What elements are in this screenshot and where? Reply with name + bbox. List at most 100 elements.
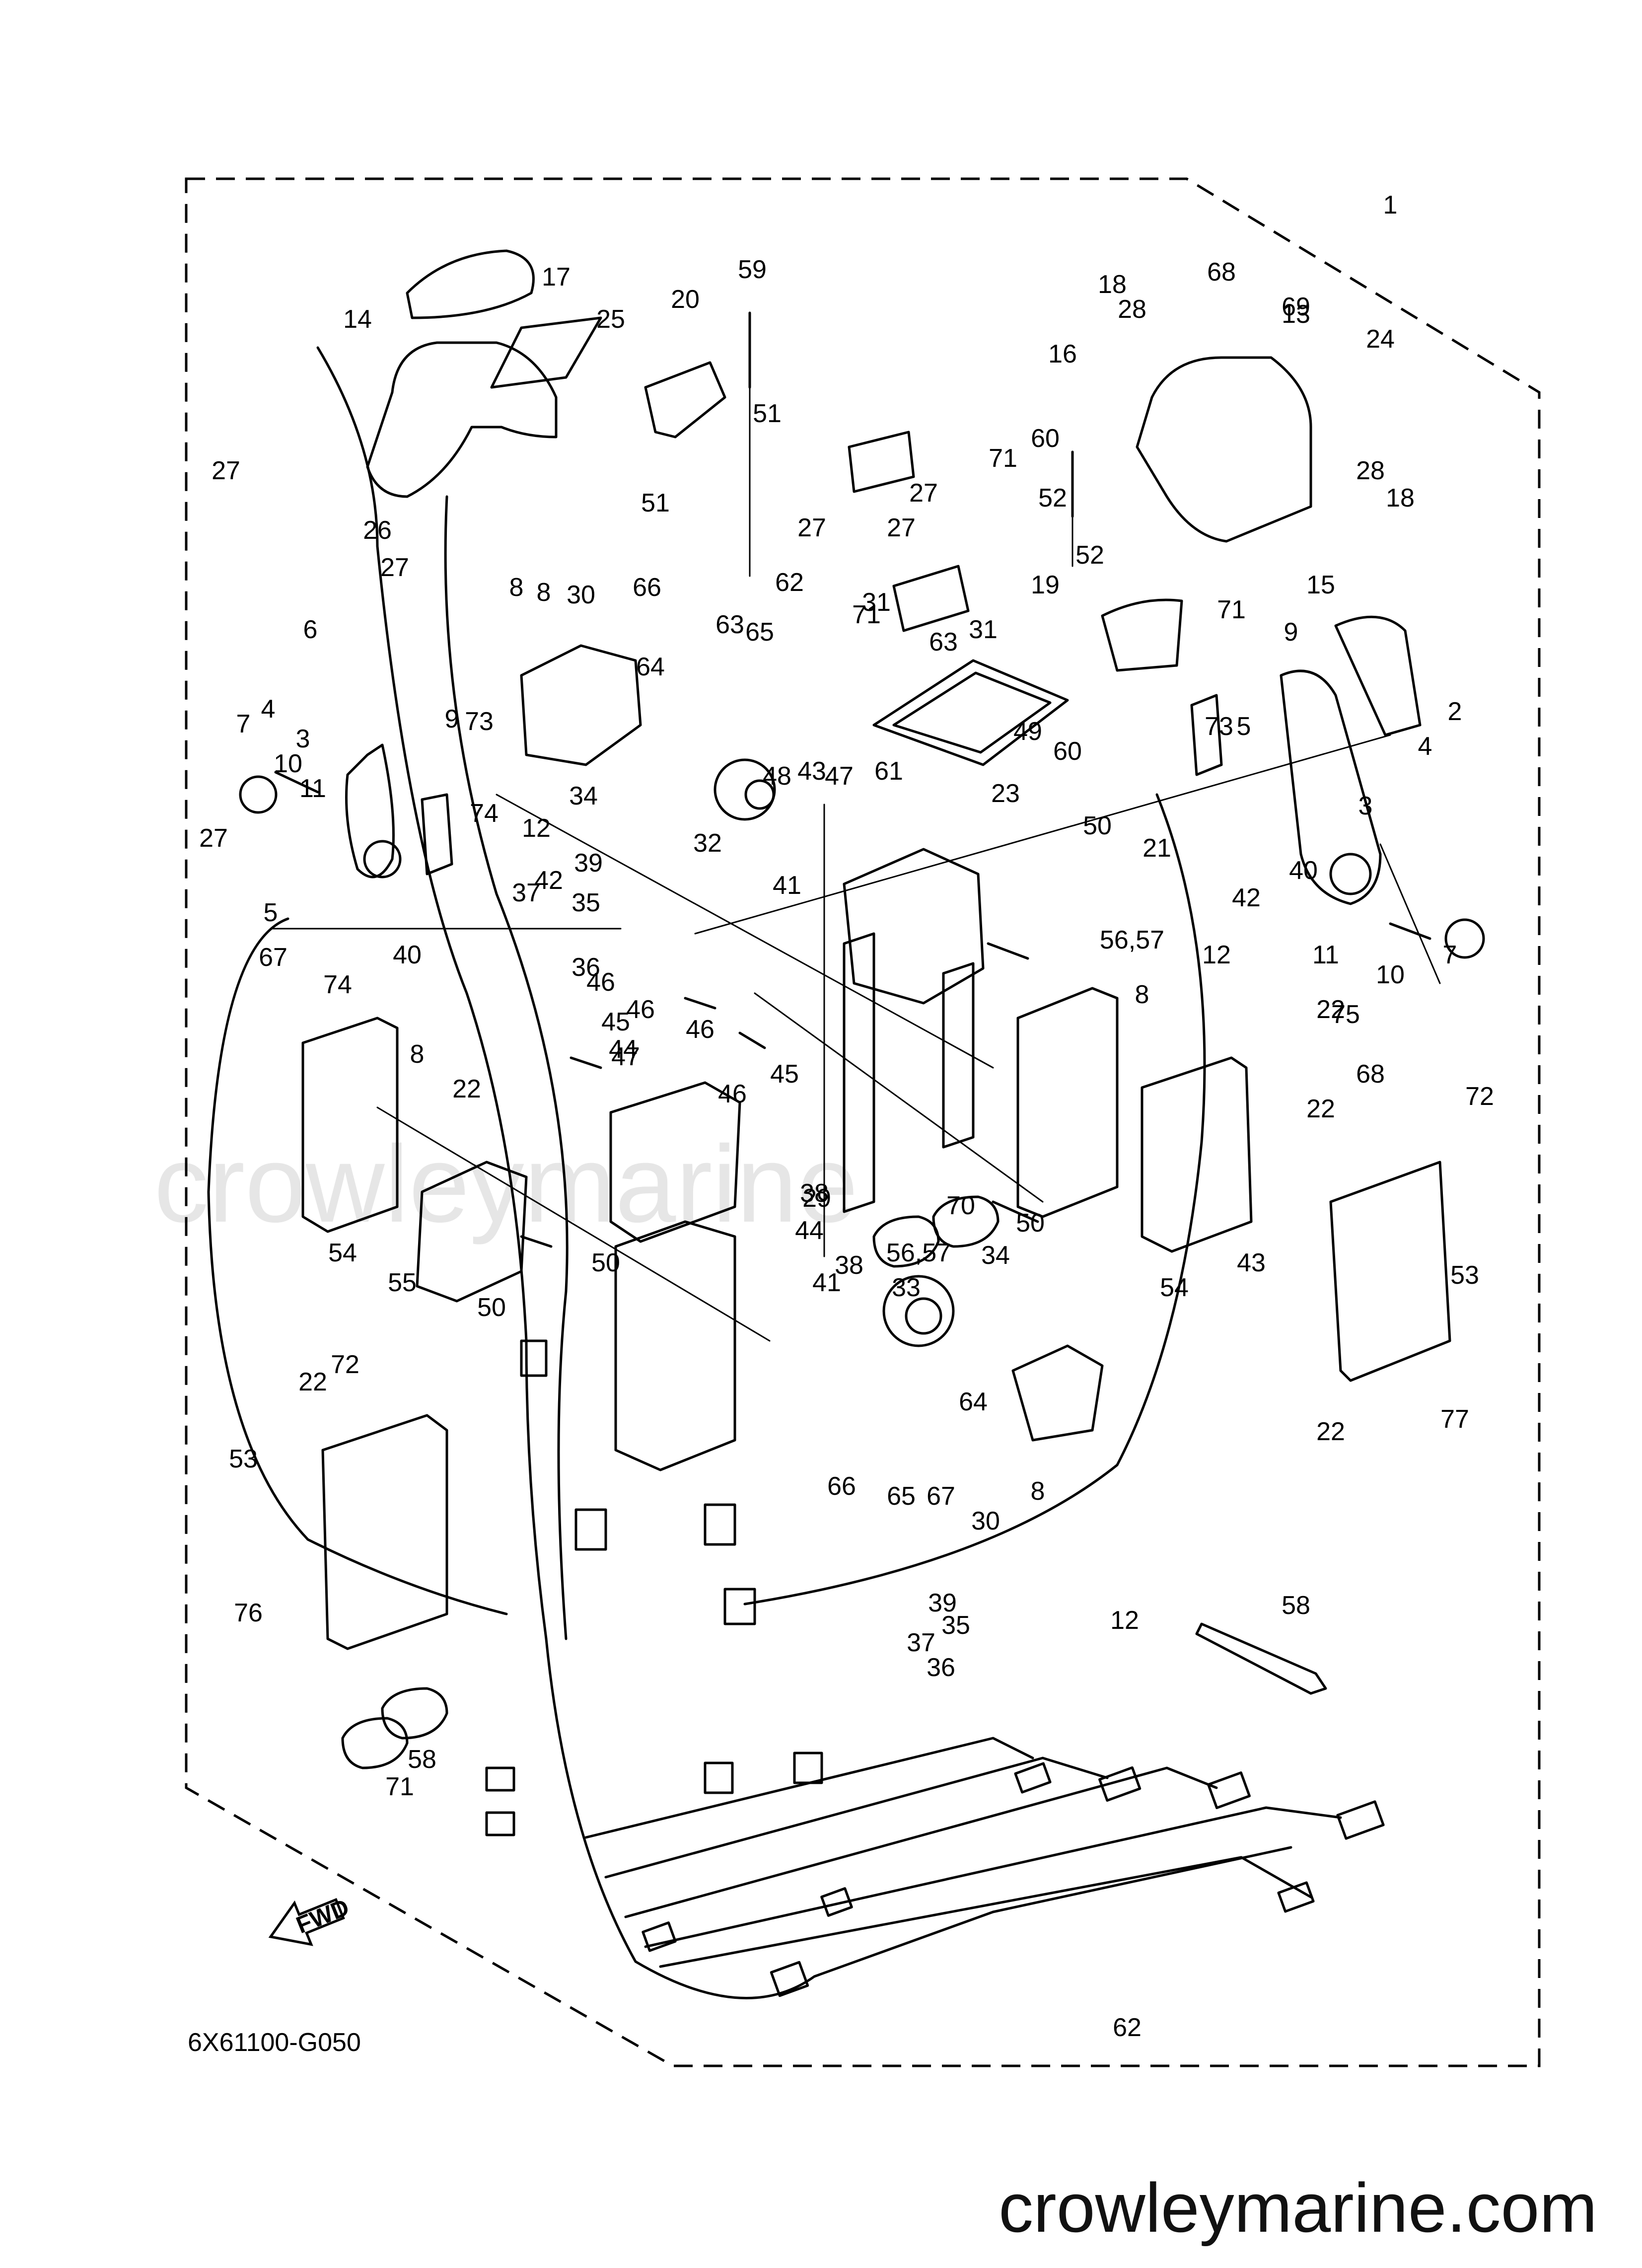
callout-71: 71 <box>1217 595 1246 624</box>
callout-76: 76 <box>234 1599 263 1627</box>
callout-58: 58 <box>408 1745 436 1774</box>
callout-18: 18 <box>1098 270 1127 299</box>
cover-top-plate <box>406 249 535 319</box>
callout-62: 62 <box>1113 2013 1142 2042</box>
callout-37: 37 <box>907 1628 935 1657</box>
connector <box>770 1961 809 1997</box>
gear-33 <box>882 1275 955 1347</box>
callout-5: 5 <box>1237 712 1251 741</box>
callout-44: 44 <box>609 1035 638 1064</box>
callout-34: 34 <box>981 1241 1010 1270</box>
callout-73: 73 <box>1205 712 1233 741</box>
callout-59: 59 <box>738 255 767 284</box>
callout-67: 67 <box>927 1482 955 1511</box>
callout-12: 12 <box>1202 941 1231 969</box>
gear-housing-30 <box>520 644 642 766</box>
connector <box>574 1508 607 1551</box>
callout-4: 4 <box>1418 732 1432 761</box>
callout-71: 71 <box>989 444 1017 473</box>
callout-75: 75 <box>1331 1000 1360 1029</box>
callout-2: 2 <box>1448 697 1462 726</box>
cover-label-plate <box>490 316 602 389</box>
plate-51-right <box>1329 1161 1451 1382</box>
grommet-68-right <box>932 1195 999 1248</box>
callout-55: 55 <box>388 1268 417 1297</box>
grommet-54-right <box>872 1215 940 1268</box>
gear-32-hub <box>744 779 775 810</box>
callout-63: 63 <box>929 628 958 657</box>
callout-19: 19 <box>1031 571 1060 599</box>
callout-10: 10 <box>274 749 302 778</box>
harness-branch-5 <box>659 1856 1312 1968</box>
part-outlines <box>207 249 1485 1999</box>
callout-8: 8 <box>537 578 551 607</box>
callout-28: 28 <box>1356 456 1385 485</box>
callout-41: 41 <box>812 1268 841 1297</box>
callout-30: 30 <box>567 581 595 609</box>
callout-62: 62 <box>775 568 804 597</box>
callout-74: 74 <box>470 799 499 828</box>
callout-71: 71 <box>852 600 881 629</box>
callout-49: 49 <box>1013 717 1042 746</box>
cable-tie-55 <box>1195 1622 1327 1695</box>
callout-15: 15 <box>1306 571 1335 599</box>
connector <box>704 1761 734 1794</box>
callout-31: 31 <box>862 588 891 617</box>
right-lever-cover-4 <box>1334 615 1422 736</box>
callout-12: 12 <box>1110 1606 1139 1635</box>
callout-30: 30 <box>971 1507 1000 1536</box>
callout-6: 6 <box>303 615 318 644</box>
callout-9: 9 <box>1284 618 1298 647</box>
housing-77 <box>609 1081 741 1243</box>
callout-56-57: 56,57 <box>1100 926 1164 954</box>
gear-housing-lower <box>1011 1344 1104 1442</box>
connector <box>1207 1771 1251 1809</box>
callout-27: 27 <box>909 479 938 508</box>
callout-23: 23 <box>991 779 1020 808</box>
site-name: crowleymarine.com <box>999 2169 1597 2247</box>
cap-7-right <box>1444 918 1485 959</box>
callout-8: 8 <box>1135 980 1149 1009</box>
callout-16: 16 <box>1048 340 1077 368</box>
callout-35: 35 <box>571 888 600 917</box>
callout-27: 27 <box>380 553 409 582</box>
callout-64: 64 <box>959 1388 988 1416</box>
screw <box>520 1235 553 1248</box>
callout-50: 50 <box>477 1293 506 1322</box>
callout-39: 39 <box>928 1589 957 1617</box>
callout-17: 17 <box>542 263 571 292</box>
callout-42: 42 <box>1232 883 1261 912</box>
callout-68: 68 <box>1356 1060 1385 1089</box>
callout-47: 47 <box>611 1042 640 1071</box>
screw <box>684 997 716 1010</box>
harness-left <box>207 917 508 1615</box>
callout-61: 61 <box>874 757 903 786</box>
callout-26: 26 <box>363 516 392 545</box>
callout-58: 58 <box>1282 1591 1310 1620</box>
screw <box>738 1031 766 1049</box>
callout-38: 38 <box>835 1251 863 1280</box>
callout-45: 45 <box>601 1008 630 1036</box>
harness-upper <box>316 346 548 1640</box>
harness-main <box>545 1637 1292 1999</box>
callout-22: 22 <box>452 1075 481 1103</box>
callout-27: 27 <box>212 456 240 485</box>
bracket-52-left <box>301 1017 399 1233</box>
callout-68: 68 <box>1207 258 1236 287</box>
assembly-boundary <box>185 177 1541 2067</box>
callout-8: 8 <box>1031 1477 1045 1506</box>
bracket-20 <box>644 361 726 439</box>
callout-66: 66 <box>633 573 661 602</box>
callout-24: 24 <box>1366 325 1395 354</box>
left-plate-5 <box>421 793 453 876</box>
callout-34: 34 <box>569 782 598 810</box>
callout-65: 65 <box>887 1482 916 1511</box>
right-plate-5 <box>1190 694 1223 776</box>
callout-18: 18 <box>1386 484 1415 512</box>
connector <box>1277 1881 1315 1913</box>
control-unit-53-right <box>1016 987 1119 1218</box>
connector <box>642 1921 677 1952</box>
left-lever-arm <box>345 743 395 878</box>
callout-27: 27 <box>797 513 826 542</box>
